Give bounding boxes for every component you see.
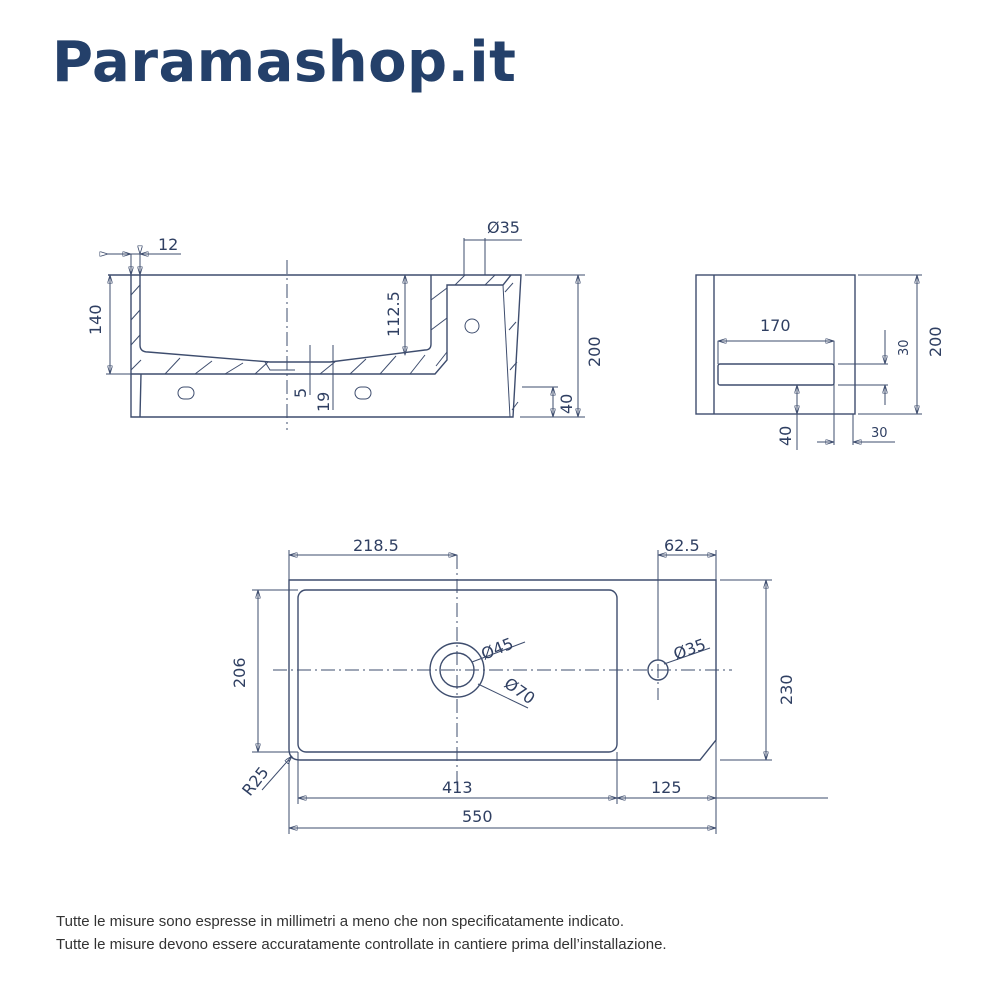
dim-140: 140 xyxy=(86,304,105,335)
dim-40-front: 40 xyxy=(557,394,576,414)
dim-230: 230 xyxy=(777,674,796,705)
notes: Tutte le misure sono espresse in millime… xyxy=(56,910,667,956)
dim-200-front: 200 xyxy=(585,336,604,367)
dim-19: 19 xyxy=(314,392,333,412)
fixing-hole-icon xyxy=(354,386,372,400)
top-view: 218.5 62.5 206 230 Ø45 Ø70 Ø35 R25 413 1… xyxy=(230,536,828,834)
dim-40-side: 40 xyxy=(776,426,795,446)
tap-hole-icon xyxy=(464,318,480,334)
dim-200-side: 200 xyxy=(926,326,945,357)
dim-dia35-front: Ø35 xyxy=(487,218,520,237)
dim-125: 125 xyxy=(651,778,682,797)
dim-62-5: 62.5 xyxy=(664,536,700,555)
dim-30-horizontal: 30 xyxy=(871,426,888,441)
note-line: Tutte le misure sono espresse in millime… xyxy=(56,913,625,930)
dim-dia70: Ø70 xyxy=(501,674,539,708)
dim-dia45: Ø45 xyxy=(478,634,516,664)
fixing-hole-icon xyxy=(177,386,195,400)
dim-218-5: 218.5 xyxy=(353,536,399,555)
hatching xyxy=(130,274,519,411)
front-section-view: 12 140 112.5 5 19 Ø35 200 40 xyxy=(86,218,604,430)
dim-r25: R25 xyxy=(238,763,272,800)
dim-30-vertical: 30 xyxy=(897,339,912,356)
dim-550: 550 xyxy=(462,807,493,826)
dim-5: 5 xyxy=(291,388,310,398)
dim-112-5: 112.5 xyxy=(384,291,403,337)
note-line: Tutte le misure devono essere accuratame… xyxy=(56,936,667,953)
dim-413: 413 xyxy=(442,778,473,797)
dim-170: 170 xyxy=(760,316,791,335)
brand-logo: Paramashop.it xyxy=(52,30,517,95)
dim-12: 12 xyxy=(158,235,178,254)
dim-206: 206 xyxy=(230,657,249,688)
side-view: 170 30 200 40 30 xyxy=(695,274,945,450)
dim-dia35-top: Ø35 xyxy=(671,635,708,664)
